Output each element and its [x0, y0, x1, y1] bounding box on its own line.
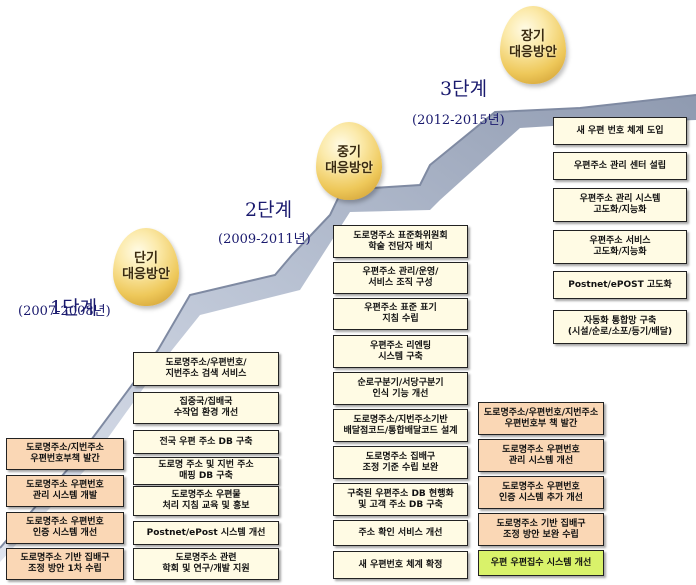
staircase-edge	[0, 94, 696, 549]
stage4-item: 우편주소 관리 센터 설립	[553, 152, 687, 180]
stage2-item: 도로명 주소 및 지번 주소 매핑 DB 구축	[133, 457, 279, 485]
stage2-item: 도로명주소 관련 학회 및 연구/개발 지원	[133, 548, 279, 580]
stage3-item: 도로명주소/지번주소기반 배달점코드/통합배달코드 설계	[333, 409, 468, 442]
stage2-item: Postnet/ePost 시스템 개선	[133, 521, 279, 545]
stage1-egg-line1: 단기	[134, 251, 158, 266]
stage3-item: 구축된 우편주소 DB 현행화 및 고객 주소 DB 구축	[333, 483, 468, 516]
stage2-name: 2단계	[245, 199, 293, 221]
stage1-years: (2007-2008년)	[18, 304, 111, 319]
stage3-item: 우편주소 관리/운영/ 서비스 조직 구성	[333, 262, 468, 294]
stage1-item: 도로명주소 우편번호 인증 시스템 개선	[6, 512, 124, 544]
stage2b-item: 우편 우편집수 시스템 개선	[478, 550, 604, 576]
stage3-item: 새 우편번호 체계 확정	[333, 551, 468, 579]
stage2-item: 전국 우편 주소 DB 구축	[133, 430, 279, 454]
stage3-item: 우편주소 표준 표기 지침 수립	[333, 298, 468, 330]
stage3-item: 주소 확인 서비스 개선	[333, 520, 468, 546]
stage4-item: 새 우편 번호 체계 도입	[553, 117, 687, 145]
stage4-item: 우편주소 관리 시스템 고도화/지능화	[553, 188, 687, 222]
stage3-item: 우편주소 리엔팅 시스템 구축	[333, 335, 468, 368]
stage2b-item: 도로명주소 우편번호 관리 시스템 개선	[478, 439, 604, 472]
stage1-item: 도로명주소 기반 집배구 조정 방안 1차 수립	[6, 548, 124, 580]
stage3-item: 도로명주소 표준화위원회 학술 전담자 배치	[333, 225, 468, 258]
stage1-name: 1단계	[50, 297, 98, 319]
stage2-egg: 중기 대응방안	[316, 122, 382, 200]
stage2-years: (2009-2011년)	[218, 232, 311, 247]
stage3-name: 3단계	[440, 78, 488, 100]
stage1-egg: 단기 대응방안	[113, 228, 179, 306]
stage2-item: 도로명주소 우편물 처리 지침 교육 및 홍보	[133, 486, 279, 516]
stage3-item: 순로구분기/서당구분기 인식 기능 개선	[333, 372, 468, 405]
stage3-egg-line2: 대응방안	[509, 45, 557, 60]
stage3-item: 도로명주소 집배구 조정 기준 수립 보완	[333, 446, 468, 479]
stage1-item: 도로명주소 우편번호 관리 시스템 개발	[6, 475, 124, 507]
stage2-item: 도로명주소/우편번호/ 지번주소 검색 서비스	[133, 352, 279, 386]
stage3-years: (2012-2015년)	[412, 113, 505, 128]
stage2b-item: 도로명주소 우편번호 인증 시스템 추가 개선	[478, 476, 604, 509]
stage2-item: 집중국/집배국 수작업 환경 개선	[133, 392, 279, 424]
stage3-egg-line1: 장기	[521, 29, 545, 44]
stage3-egg: 장기 대응방안	[500, 6, 566, 84]
stage4-item: 우편주소 서비스 고도화/지능화	[553, 230, 687, 264]
stage2-egg-line1: 중기	[337, 145, 361, 160]
stage1-egg-line2: 대응방안	[122, 267, 170, 282]
stage2b-item: 도로명주소 기반 집배구 조정 방안 보완 수립	[478, 513, 604, 546]
stage2b-item: 도로명주소/우편번호/지번주소 우편번호부 책 발간	[478, 402, 604, 435]
stage1-item: 도로명주소/지번주소 우편번호부책 발간	[6, 438, 124, 470]
stage2-egg-line2: 대응방안	[325, 161, 373, 176]
stage4-item: Postnet/ePOST 고도화	[553, 271, 687, 299]
stage4-item: 자동화 통합망 구축 (시설/순로/소포/등기/배달)	[553, 310, 687, 344]
